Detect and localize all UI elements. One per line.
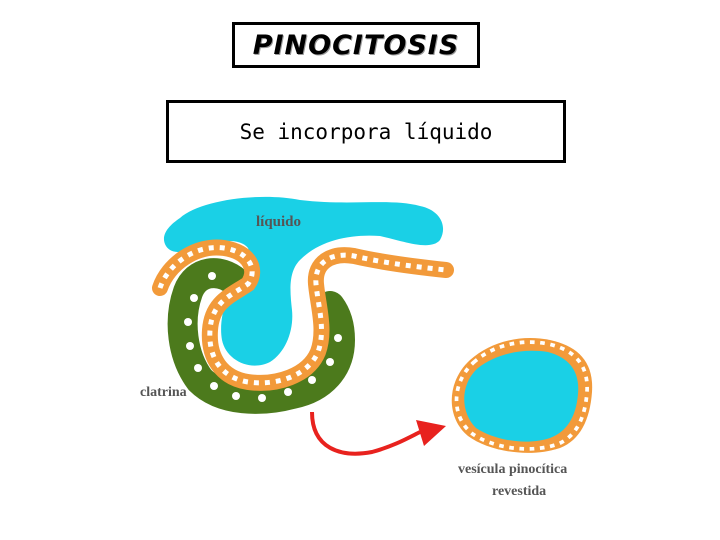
title-box: PINOCITOSIS — [232, 22, 480, 68]
coated-vesicle — [451, 338, 593, 453]
page-title: PINOCITOSIS — [252, 29, 460, 61]
page-subtitle: Se incorpora líquido — [239, 119, 493, 144]
label-clathrin: clatrina — [140, 385, 187, 400]
subtitle-box: Se incorpora líquido — [166, 100, 566, 163]
clathrin-dots — [184, 272, 342, 402]
label-vesicle-line1: vesícula pinocítica — [458, 462, 567, 477]
liquid-blob — [163, 196, 444, 366]
curved-arrow — [310, 411, 421, 456]
label-vesicle-line2: revestida — [492, 484, 546, 499]
label-liquid: líquido — [256, 214, 301, 230]
arrow-head — [416, 420, 446, 446]
